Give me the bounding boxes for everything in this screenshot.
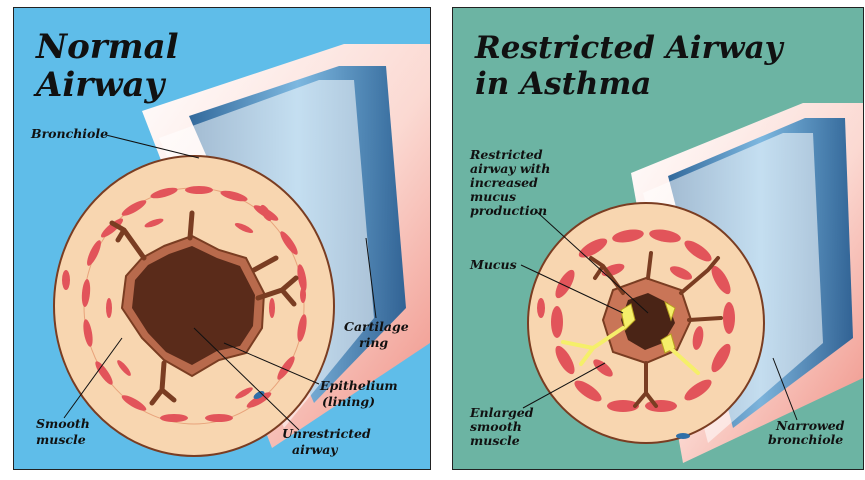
normal-airway-panel: Normal Airway Bronchiole Cartilage ring … [13,7,431,470]
label-narrowed-1: Narrowed [775,418,845,433]
title-line1: Normal [35,27,179,67]
label-restricted-1: Restricted [469,147,543,162]
title-line2: in Asthma [475,66,651,102]
label-bronchiole: Bronchiole [30,126,108,141]
label-cartilage-2: ring [359,335,388,350]
label-restricted-2: airway with [470,161,550,176]
title-line2: Airway [33,65,167,105]
label-unrestricted-1: Unrestricted [282,426,371,441]
label-cartilage-1: Cartilage [344,319,409,334]
label-narrowed-2: bronchiole [768,432,843,447]
restricted-airway-diagram: Restricted Airway in Asthma Restricted a… [453,8,863,469]
label-unrestricted-2: airway [292,442,338,457]
label-restricted-5: production [470,203,547,218]
label-smooth-1: Smooth [36,416,90,431]
label-epithelium-1: Epithelium [319,378,398,393]
title-line1: Restricted Airway [474,30,785,66]
label-epithelium-2: (lining) [322,394,375,409]
label-smooth-2: muscle [36,432,86,447]
label-restricted-3: increased [470,175,538,190]
label-restricted-4: mucus [470,189,516,204]
label-enlarged-2: smooth [470,419,522,434]
normal-airway-diagram: Normal Airway Bronchiole Cartilage ring … [14,8,430,469]
label-mucus: Mucus [469,257,517,272]
label-enlarged-3: muscle [470,433,520,448]
restricted-airway-panel: Restricted Airway in Asthma Restricted a… [452,7,864,470]
